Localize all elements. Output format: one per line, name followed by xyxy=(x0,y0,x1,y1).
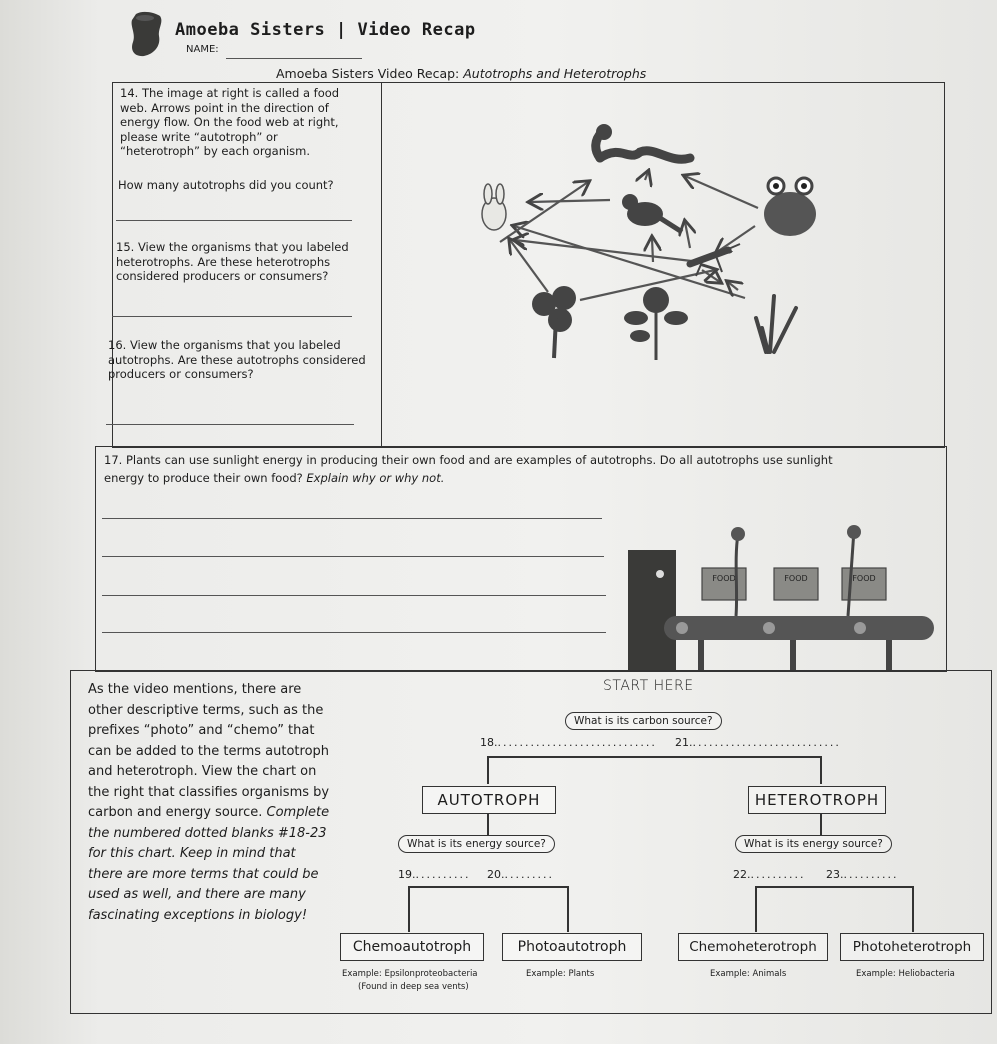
worksheet-title: Amoeba Sisters | Video Recap xyxy=(175,20,476,40)
chemoheterotroph-box: Chemoheterotroph xyxy=(678,933,828,961)
recap-title: Amoeba Sisters Video Recap: Autotrophs a… xyxy=(276,66,647,81)
blank-21[interactable]: 21............................ xyxy=(675,736,841,749)
heterotroph-box: HETEROTROPH xyxy=(748,786,886,814)
connector xyxy=(820,756,822,784)
snake-icon xyxy=(591,124,695,164)
connector xyxy=(408,886,410,932)
flowering-plant-icon xyxy=(624,287,688,360)
start-here-label: START HERE xyxy=(603,678,694,694)
connector xyxy=(487,756,821,758)
q17-answer-line-4[interactable] xyxy=(102,632,606,633)
food-web-diagram xyxy=(481,124,816,360)
energy-source-question-left: What is its energy source? xyxy=(398,835,555,853)
q17-answer-line-2[interactable] xyxy=(102,556,604,557)
questions-panel xyxy=(112,82,382,448)
photoautotroph-box: Photoautotroph xyxy=(502,933,642,961)
q17-panel xyxy=(95,446,947,672)
q15-prompt: 15. View the organisms that you labeled … xyxy=(116,240,349,283)
food-label: FOOD xyxy=(852,574,875,583)
food-label: FOOD xyxy=(712,574,735,583)
example-chemoautotroph-note: (Found in deep sea vents) xyxy=(358,982,469,992)
chemoautotroph-box: Chemoautotroph xyxy=(340,933,484,961)
q14-question: How many autotrophs did you count? xyxy=(118,178,334,192)
autotroph-box: AUTOTROPH xyxy=(422,786,556,814)
frog-icon xyxy=(764,176,816,236)
q17-prompt: 17. Plants can use sunlight energy in pr… xyxy=(104,453,833,485)
amoeba-logo-icon xyxy=(131,11,162,57)
connector xyxy=(487,756,489,784)
q14-answer-line[interactable] xyxy=(116,220,352,221)
example-chemoheterotroph: Example: Animals xyxy=(710,969,787,979)
chart-instructions: As the video mentions, there are other d… xyxy=(88,682,330,923)
blank-18[interactable]: 18.............................. xyxy=(480,736,657,749)
carbon-source-question: What is its carbon source? xyxy=(565,712,722,730)
q14-prompt: 14. The image at right is called a food … xyxy=(120,86,340,158)
example-photoheterotroph: Example: Heliobacteria xyxy=(856,969,955,979)
name-field[interactable] xyxy=(226,58,362,59)
q16-answer-line[interactable] xyxy=(106,424,354,425)
clover-icon xyxy=(532,286,576,359)
energy-source-question-right: What is its energy source? xyxy=(735,835,892,853)
connector xyxy=(912,886,914,932)
chart-panel xyxy=(70,670,992,1014)
q15-answer-line[interactable] xyxy=(112,316,352,317)
connector xyxy=(567,886,569,932)
food-label: FOOD xyxy=(784,574,807,583)
connector xyxy=(755,886,757,932)
rabbit-icon xyxy=(481,183,507,231)
connector xyxy=(487,813,489,835)
bird-icon xyxy=(622,194,684,235)
name-label: NAME: xyxy=(186,44,219,55)
connector xyxy=(408,886,568,888)
photoheterotroph-box: Photoheterotroph xyxy=(840,933,984,961)
q17-answer-line-3[interactable] xyxy=(102,595,606,596)
q16-prompt: 16. View the organisms that you labeled … xyxy=(108,338,366,381)
example-photoautotroph: Example: Plants xyxy=(526,969,595,979)
grass-icon xyxy=(754,294,798,354)
connector xyxy=(820,813,822,835)
blank-22[interactable]: 22........... xyxy=(733,868,806,881)
example-chemoautotroph: Example: Epsilonproteobacteria xyxy=(342,969,478,979)
q17-answer-line-1[interactable] xyxy=(102,518,602,519)
connector xyxy=(755,886,913,888)
food-factory-illustration: FOOD FOOD FOOD xyxy=(628,525,934,670)
blank-20[interactable]: 20.......... xyxy=(487,868,554,881)
blank-23[interactable]: 23........... xyxy=(826,868,899,881)
grasshopper-icon xyxy=(686,243,741,277)
food-web-panel xyxy=(380,82,945,448)
blank-19[interactable]: 19........... xyxy=(398,868,471,881)
